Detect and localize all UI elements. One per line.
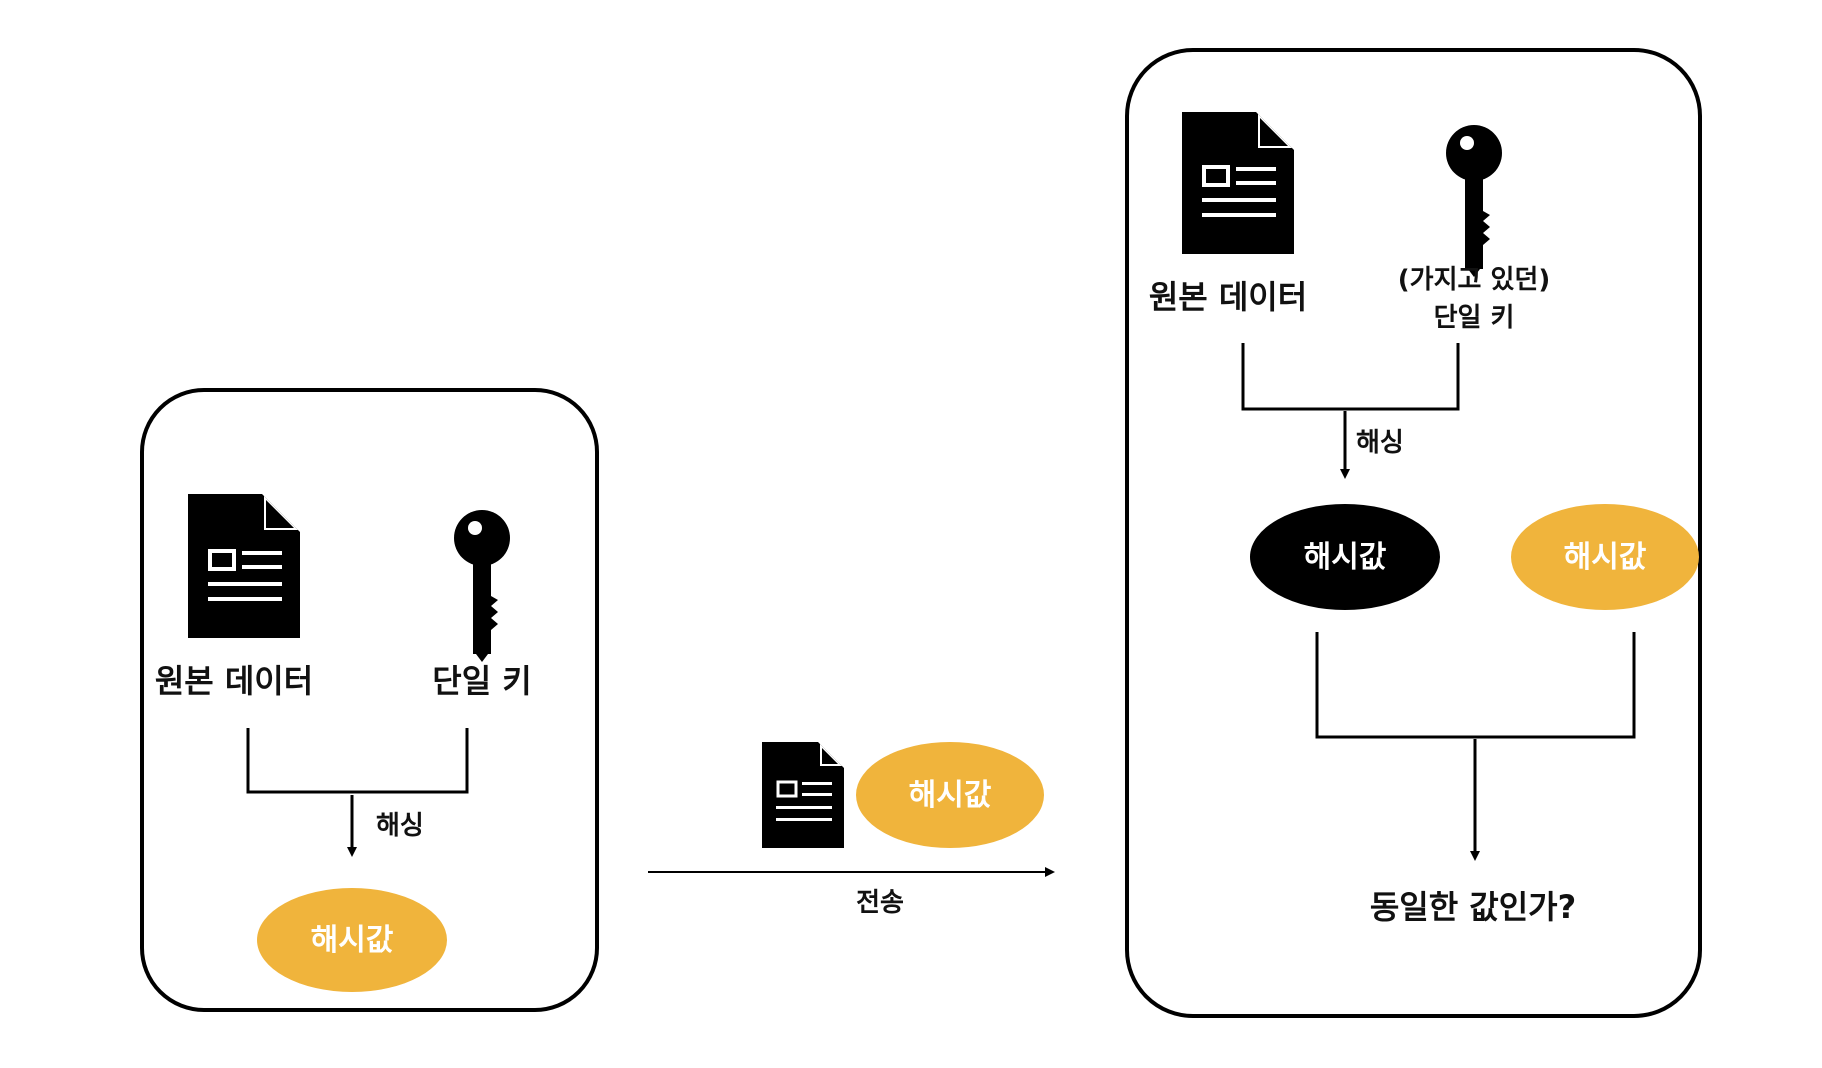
held-key-label-line1: (가지고 있던): [1398, 265, 1550, 295]
transmitted-hash-label: 해시값: [909, 778, 992, 813]
document-icon: [188, 494, 300, 638]
sender-panel: 원본 데이터 단일 키 해싱 해시값: [140, 388, 599, 1012]
key-icon: [1446, 125, 1502, 277]
computed-hash-oval: [1250, 504, 1440, 610]
transfer-group: 해시값 전송: [648, 742, 1055, 918]
document-icon: [762, 742, 844, 848]
received-hash-label: 해시값: [1564, 540, 1647, 575]
transmitted-hash-oval: [856, 742, 1044, 848]
join-bracket: [246, 728, 469, 794]
same-value-question: 동일한 값인가?: [1370, 888, 1576, 926]
transfer-label: 전송: [856, 888, 904, 918]
hashing-label: 해싱: [1356, 428, 1404, 458]
receiver-panel: 원본 데이터 (가지고 있던) 단일 키 해싱 해시값 해시값 동일한 값인가?: [1125, 48, 1702, 1018]
single-key-label: 단일 키: [432, 662, 531, 700]
hash-value-oval: [257, 888, 447, 992]
key-icon: [454, 510, 510, 662]
hashing-label: 해싱: [376, 811, 424, 841]
hash-value-label: 해시값: [311, 923, 394, 958]
document-icon: [1182, 112, 1294, 254]
compare-bracket: [1315, 632, 1636, 739]
received-hash-oval: [1511, 504, 1699, 610]
join-bracket: [1241, 343, 1460, 411]
held-key-label-line2: 단일 키: [1434, 303, 1515, 333]
original-data-label: 원본 데이터: [155, 662, 313, 700]
original-data-label: 원본 데이터: [1149, 278, 1307, 316]
computed-hash-label: 해시값: [1304, 540, 1387, 575]
